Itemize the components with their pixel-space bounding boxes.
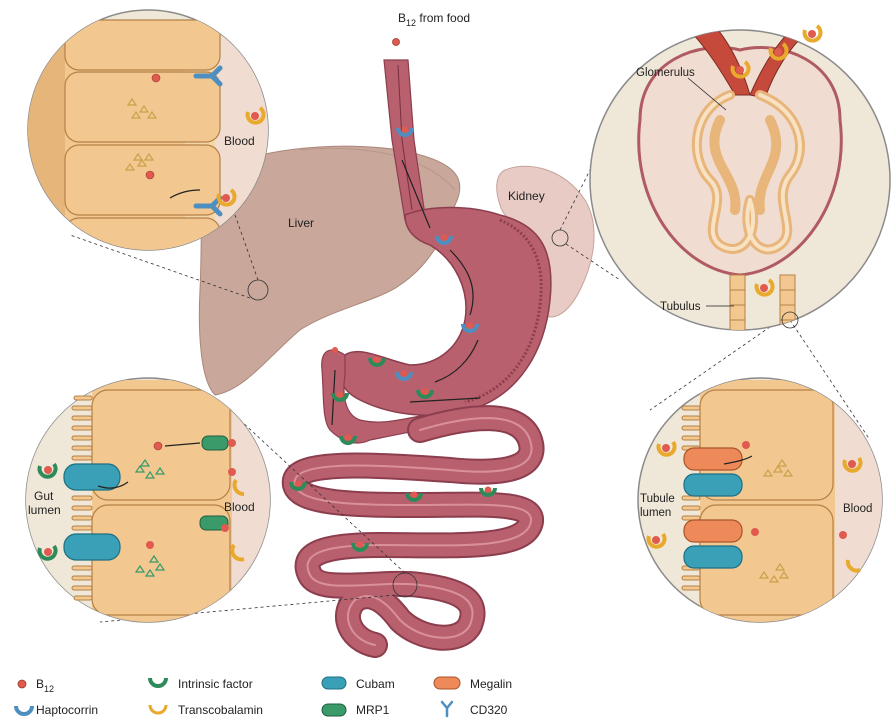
intrinsic-factor-icon <box>150 678 166 686</box>
cubam-icon <box>64 534 120 560</box>
svg-text:MRP1: MRP1 <box>356 703 390 717</box>
mrp1-icon <box>202 436 228 450</box>
svg-text:Megalin: Megalin <box>470 677 512 691</box>
haptocorrin-icon <box>16 706 32 714</box>
gut-lumen-label-1: Gut <box>34 489 54 503</box>
liver-label: Liver <box>288 216 314 230</box>
microvilli <box>72 396 92 600</box>
legend: B12 Intrinsic factor Cubam Megalin Hapto… <box>16 677 512 717</box>
tubulus-label: Tubulus <box>660 301 701 313</box>
legend-item-cubam: Cubam <box>322 677 395 691</box>
tubule-lumen-label-1: Tubule <box>640 493 675 505</box>
megalin-icon <box>684 448 742 470</box>
mrp1-icon <box>322 704 346 716</box>
glomerulus-inset: Glomerulus Tubulus <box>590 15 890 355</box>
cd320-icon <box>442 702 452 716</box>
megalin-icon <box>434 677 460 689</box>
legend-item-b12: B12 <box>18 677 54 694</box>
legend-item-haptocorrin: Haptocorrin <box>16 703 98 717</box>
cubam-icon <box>684 474 742 496</box>
legend-item-mrp1: MRP1 <box>322 703 390 717</box>
blood-label-liver: Blood <box>224 134 255 148</box>
cubam-icon <box>64 464 120 490</box>
legend-item-cd320: CD320 <box>442 702 508 717</box>
svg-text:Transcobalamin: Transcobalamin <box>178 703 263 717</box>
legend-item-transcobalamin: Transcobalamin <box>150 703 263 717</box>
kidney-label: Kidney <box>508 189 545 203</box>
blood-label-gut: Blood <box>224 500 255 514</box>
legend-item-megalin: Megalin <box>434 677 512 691</box>
svg-text:Intrinsic factor: Intrinsic factor <box>178 677 253 691</box>
tubule-lumen-label-2: lumen <box>640 507 671 519</box>
gut-lumen-label-2: lumen <box>28 503 61 517</box>
cubam-icon <box>684 546 742 568</box>
gut-inset: Gut lumen Blood <box>20 378 292 630</box>
small-intestine <box>295 418 532 645</box>
svg-text:CD320: CD320 <box>470 703 508 717</box>
transcobalamin-icon <box>150 705 166 713</box>
b12-from-food-label: B12 from food <box>398 11 470 28</box>
svg-text:B12: B12 <box>36 677 54 694</box>
svg-text:Haptocorrin: Haptocorrin <box>36 703 98 717</box>
glomerulus-label: Glomerulus <box>636 67 695 79</box>
tubule-inset: Tubule lumen Blood <box>638 378 891 630</box>
megalin-icon <box>684 520 742 542</box>
svg-text:Cubam: Cubam <box>356 677 395 691</box>
b12-icon <box>18 680 26 688</box>
legend-item-intrinsic-factor: Intrinsic factor <box>150 677 253 691</box>
b12-molecule <box>393 39 400 46</box>
cubam-icon <box>322 677 346 689</box>
blood-label-kidney: Blood <box>843 503 872 515</box>
